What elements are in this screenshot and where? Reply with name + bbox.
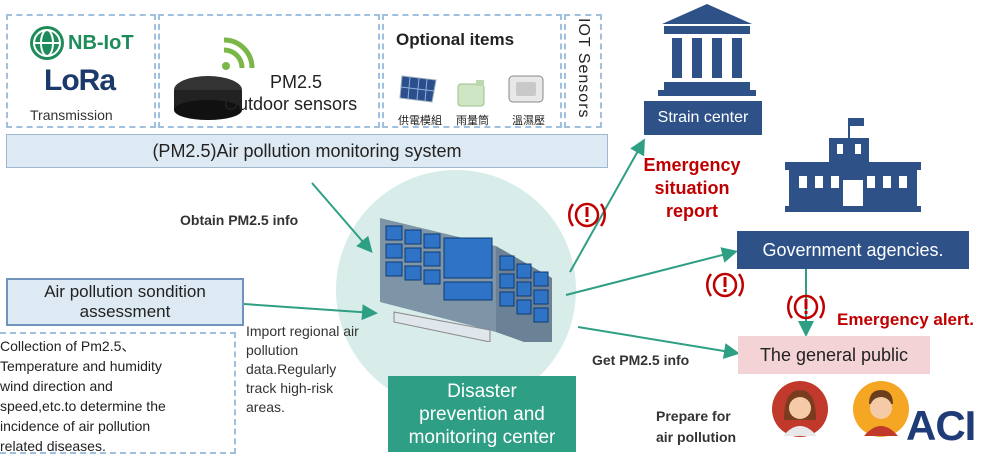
import-line: areas.	[246, 399, 285, 415]
center-line2: prevention and	[419, 404, 545, 425]
get-info-label: Get PM2.5 info	[592, 352, 690, 368]
globe-icon	[30, 26, 64, 60]
collection-text: Collection of Pm2.5、 Temperature and hum…	[0, 336, 166, 456]
emergency-report-line: report	[665, 201, 718, 221]
sensor-line2: Outdoor sensors	[224, 94, 358, 114]
center-line1: Disaster	[447, 381, 517, 402]
emergency-report-line: situation	[654, 178, 730, 198]
emergency-alert-label: Emergency alert.	[837, 310, 975, 329]
monitoring-wall-icon	[380, 218, 552, 342]
assessment-title-1: Air pollution sondition	[44, 282, 206, 301]
import-line: pollution	[246, 342, 299, 358]
optional-item-3: 溫濕壓	[512, 115, 545, 127]
arrow-system-to-center	[311, 182, 373, 254]
strain-center-box: Strain center	[644, 101, 762, 135]
male-avatar-icon	[853, 381, 909, 437]
collection-line: Collection of Pm2.5、	[0, 338, 136, 354]
optional-item-2: 雨量筒	[456, 115, 489, 127]
arrow-to-public	[577, 326, 740, 359]
alarm-icon	[787, 294, 825, 320]
sensor-box: PM2.5 Outdoor sensors	[158, 14, 380, 128]
prepare-line: air pollution	[656, 429, 737, 445]
obtain-info-label: Obtain PM2.5 info	[180, 212, 299, 228]
center-line3: monitoring center	[408, 427, 556, 448]
iot-sensors-label: IOT Sensors	[575, 18, 592, 119]
collection-box: Collection of Pm2.5、 Temperature and hum…	[0, 332, 236, 454]
prepare-line: Prepare for	[656, 408, 731, 424]
alarm-icon	[706, 272, 744, 298]
import-line: track high-risk	[246, 380, 334, 396]
sensor-line1: PM2.5	[270, 72, 323, 92]
outdoor-sensor-icon	[174, 37, 255, 120]
general-public-box: The general public	[738, 336, 930, 374]
collection-line: wind direction and	[0, 378, 113, 394]
import-text: Import regional air pollution data.Regul…	[246, 322, 359, 417]
transmission-label: Transmission	[30, 107, 113, 123]
solar-panel-icon	[399, 75, 437, 103]
arrow-to-strain-center	[569, 138, 645, 273]
government-building-icon	[785, 118, 921, 212]
alarm-icon	[568, 202, 606, 228]
collection-line: related diseases.	[0, 438, 106, 454]
lora-logo: LoRa	[44, 64, 116, 97]
import-line: data.Regularly	[246, 361, 337, 377]
optional-items-box: Optional items 供電模組 雨量筒 溫濕壓	[382, 14, 562, 128]
import-line: Import regional air	[246, 323, 359, 339]
monitoring-system-bar: (PM2.5)Air pollution monitoring system	[6, 134, 608, 168]
arrow-assessment-to-center	[243, 303, 378, 321]
aci-logo: ACI	[906, 402, 976, 449]
emergency-report-text: Emergency situation report	[640, 154, 744, 223]
disaster-center-box: Disaster prevention and monitoring cente…	[388, 376, 576, 452]
optional-title: Optional items	[396, 30, 515, 49]
rain-gauge-icon	[457, 80, 485, 107]
assessment-title-2: assessment	[79, 302, 171, 321]
arrow-to-government	[565, 247, 738, 296]
optional-item-1: 供電模組	[398, 115, 442, 127]
female-avatar-icon	[772, 381, 828, 437]
iot-sensors-box: IOT Sensors	[564, 14, 602, 128]
temperature-humidity-sensor-icon	[508, 75, 544, 103]
collection-line: Temperature and humidity	[0, 358, 162, 374]
prepare-text: Prepare for air pollution	[656, 406, 736, 448]
collection-line: speed,etc.to determine the	[0, 398, 166, 414]
strain-center-building-icon	[658, 4, 756, 96]
transmission-box: NB-IoT LoRa Transmission	[6, 14, 156, 128]
emergency-report-line: Emergency	[643, 155, 741, 175]
government-box: Government agencies.	[737, 231, 969, 269]
collection-line: incidence of air pollution	[0, 418, 151, 434]
nbiot-label: NB-IoT	[68, 32, 134, 54]
assessment-box: Air pollution sondition assessment	[6, 278, 244, 326]
